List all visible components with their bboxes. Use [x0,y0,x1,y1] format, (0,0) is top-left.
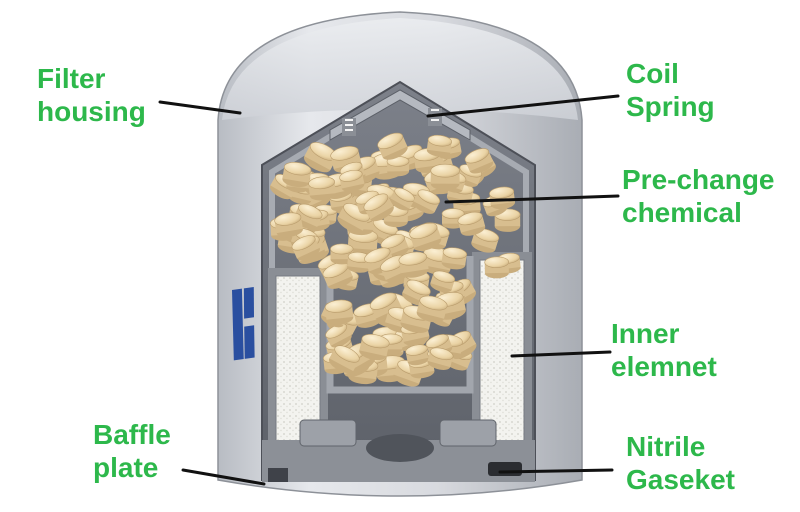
label-line: Filter [37,63,106,94]
pellet [430,270,456,293]
label-line: Inner [611,318,680,349]
pellet [430,163,460,191]
pellet [322,262,353,289]
label-line: plate [93,452,159,483]
baffle-plate [262,419,535,482]
nitrile-gasket [488,462,522,476]
leader-inner-element [510,350,612,358]
label-nitrile-gasket: Nitrile Gaseket [626,430,735,496]
label-line: housing [37,96,146,127]
pellet [291,235,320,261]
pellet [427,347,454,370]
pellet [308,176,336,201]
pellet [471,228,500,253]
pellet [359,334,390,361]
pellet [339,169,365,192]
label-inner-element: Inner elemnet [611,317,717,383]
pellet [484,256,509,279]
leader-nitrile-gasket [498,468,614,474]
brand-logo-icon [232,286,255,361]
pellet [426,134,452,157]
label-pre-change-chemical: Pre-change chemical [622,163,775,229]
pellet [330,243,354,265]
pellet [464,148,494,174]
leader-filter-housing [158,100,242,115]
pellet [325,323,352,348]
pellet [409,222,442,251]
leader-coil-spring [426,94,620,118]
pellet [328,345,360,374]
pellet [363,193,394,222]
leader-baffle-plate [181,468,266,486]
pellet [274,212,303,238]
label-line: Baffle [93,419,171,450]
pellet [441,247,468,270]
label-filter-housing: Filter housing [37,62,146,128]
pellet [377,132,408,160]
label-line: Gaseket [626,464,735,495]
leader-pre-change-chemical [444,194,620,204]
leader-lines [158,94,620,486]
label-line: Spring [626,91,715,122]
pellet [398,251,429,278]
label-line: chemical [622,197,742,228]
label-line: Nitrile [626,431,706,462]
label-line: elemnet [611,351,717,382]
pre-change-chemical [269,132,521,387]
label-baffle-plate: Baffle plate [93,418,171,484]
pellet [413,189,441,214]
label-line: Pre-change [622,164,775,195]
label-line: Coil [626,58,679,89]
pellet [389,187,415,211]
pellet [405,344,430,366]
pellet [416,295,448,323]
pellet [457,211,486,236]
label-coil-spring: Coil Spring [626,57,715,123]
pellet [282,161,312,188]
pellet [303,142,338,173]
pellet [324,299,354,325]
